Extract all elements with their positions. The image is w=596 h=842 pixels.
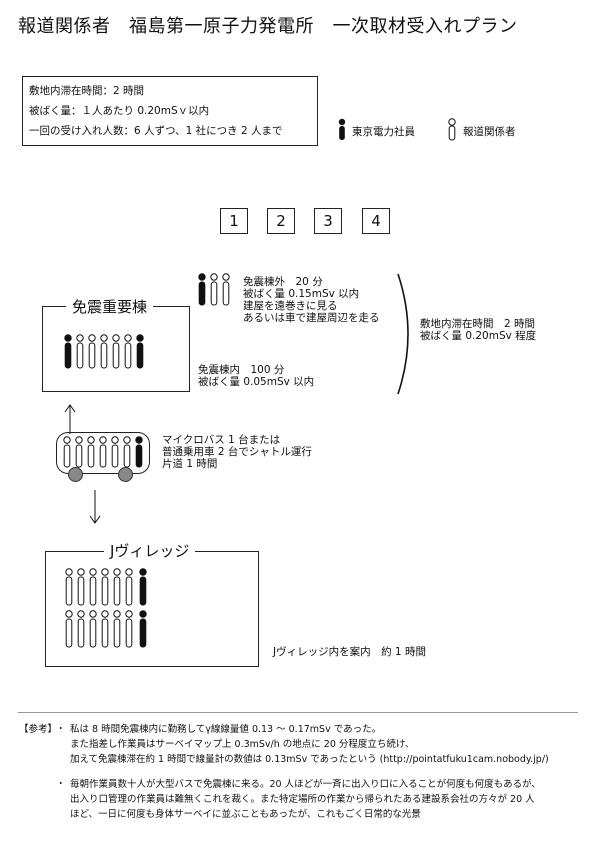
bus-text: マイクロバス 1 台または 普通乗用車 2 台でシャトル運行 片道 1 時間 bbox=[162, 434, 312, 470]
reference-bullet-2: ・ bbox=[56, 779, 66, 790]
legend-staff-label: 東京電力社員 bbox=[352, 126, 415, 138]
bus-passengers-icon bbox=[63, 436, 143, 468]
step-box-3: 3 bbox=[314, 208, 342, 234]
outside-people-icon bbox=[198, 273, 230, 306]
microbus bbox=[56, 432, 150, 474]
reference-label: 【参考】 bbox=[19, 724, 58, 735]
seismic-building-title: 免震重要棟 bbox=[66, 296, 154, 317]
reference-paragraph-2: 毎朝作業員数十人が大型バスで免震棟に来る。20 人ほどが一斉に出入り口に入ること… bbox=[70, 779, 541, 820]
step-box-1: 1 bbox=[220, 208, 248, 234]
arrow-up-icon bbox=[64, 404, 76, 434]
jvillage-people-row2-icon bbox=[65, 610, 147, 648]
bus-front-wheel bbox=[68, 467, 83, 482]
jvillage-people-row1-icon bbox=[65, 568, 147, 606]
legend-press-icon bbox=[448, 118, 456, 141]
total-text: 敷地内滞在時間 2 時間 被ばく量 0.20mSv 程度 bbox=[420, 318, 537, 342]
divider bbox=[18, 712, 578, 713]
bracket-icon bbox=[397, 273, 409, 395]
reference-paragraph-1: 私は 8 時間免震棟内に勤務してγ線線量値 0.13 ～ 0.17mSv であっ… bbox=[70, 724, 549, 765]
dose-limit-text: 被ばく量：１人あたり 0.20mSｖ以内 bbox=[29, 105, 210, 117]
reference-bullet-1: ・ bbox=[56, 724, 66, 735]
jvillage-title: Jヴィレッジ bbox=[104, 540, 196, 561]
conditions-box: 敷地内滞在時間：2 時間 被ばく量：１人あたり 0.20mSｖ以内 一回の受け入… bbox=[22, 76, 318, 146]
arrow-down-icon bbox=[89, 490, 101, 524]
inside-text: 免震棟内 100 分 被ばく量 0.05mSv 以内 bbox=[198, 364, 315, 388]
step-box-2: 2 bbox=[267, 208, 295, 234]
jvillage-text: Jヴィレッジ内を案内 約 1 時間 bbox=[273, 646, 426, 658]
outside-text: 免震棟外 20 分 被ばく量 0.15mSv 以内 建屋を遠巻きに見る あるいは… bbox=[243, 276, 380, 324]
legend-press-label: 報道関係者 bbox=[463, 126, 516, 138]
bus-rear-wheel bbox=[118, 467, 133, 482]
group-size-text: 一回の受け入れ人数：6 人ずつ、1 社につき 2 人まで bbox=[29, 125, 283, 137]
step-box-4: 4 bbox=[362, 208, 390, 234]
seismic-building-people-icon bbox=[64, 334, 144, 369]
stay-time-text: 敷地内滞在時間：2 時間 bbox=[29, 85, 145, 97]
page-title: 報道関係者 福島第一原子力発電所 一次取材受入れプラン bbox=[18, 16, 518, 37]
legend-staff-icon bbox=[338, 118, 346, 140]
